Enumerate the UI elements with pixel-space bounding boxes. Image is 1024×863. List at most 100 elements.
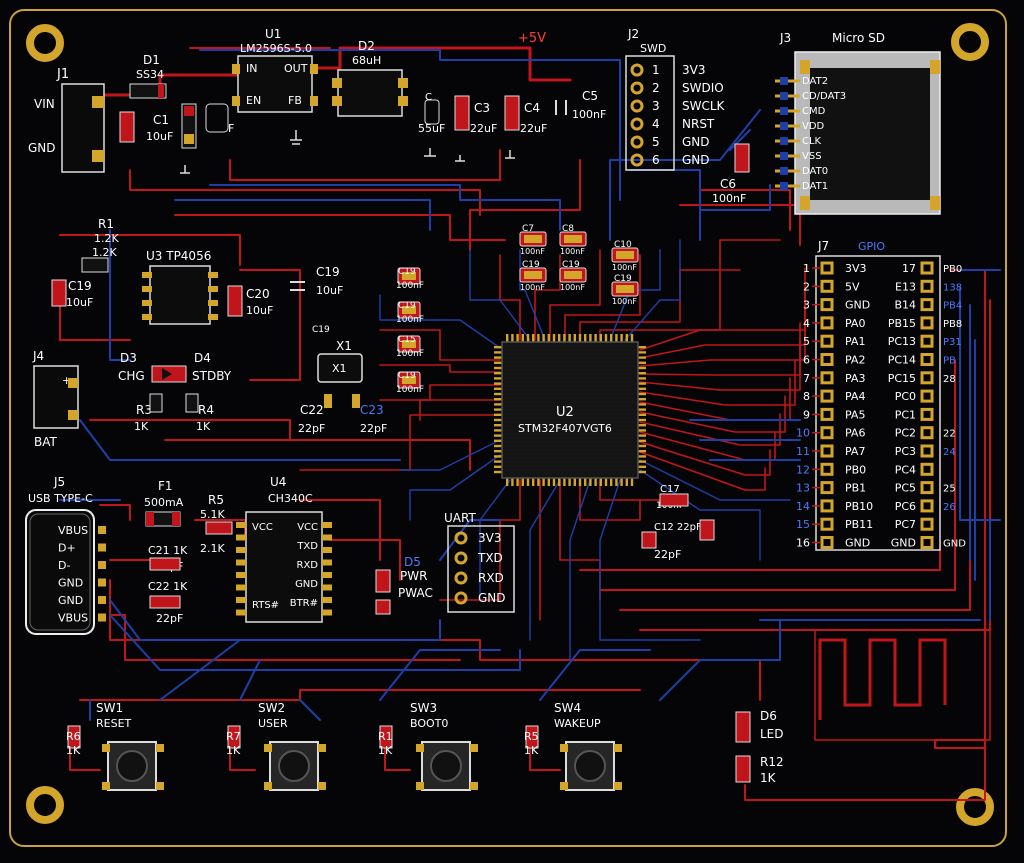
- c6-ref: C6: [720, 177, 736, 191]
- c6-value: 100nF: [712, 192, 746, 205]
- pullup-value: 1K: [226, 744, 241, 757]
- u2-part: STM32F407VGT6: [518, 422, 612, 435]
- top-decoupling-cap-pad: [564, 271, 582, 279]
- c19b-ref: C19: [316, 265, 340, 279]
- mcu-pin: [594, 477, 597, 486]
- gpio-pin-pad: [820, 316, 834, 330]
- mcu-pin: [547, 334, 550, 343]
- r1-resistor: [81, 257, 109, 273]
- mcu-pin: [637, 398, 646, 401]
- mounting-hole: [956, 788, 994, 826]
- decoupling-cap-pad: [402, 340, 416, 348]
- gpio-pin-pad: [820, 444, 834, 458]
- mcu-pin: [637, 470, 646, 474]
- copper-traces: [59, 46, 1001, 801]
- mcu-pin: [532, 477, 535, 486]
- d1-diode: [129, 83, 167, 99]
- c1-value: 10uF: [146, 130, 173, 143]
- gpio-pin-pad: [920, 517, 934, 531]
- mcu-pin: [494, 351, 503, 354]
- gpio-pin-pad: [920, 316, 934, 330]
- swd-pin: [630, 81, 644, 95]
- d4-name: STDBY: [192, 369, 232, 383]
- d6-led: [735, 711, 751, 743]
- gpio-far-label: PB8: [943, 319, 962, 330]
- c12-value: 22pF: [654, 548, 681, 561]
- mcu-pin: [637, 413, 646, 416]
- j2-body: [625, 55, 675, 171]
- cap-f-label: F: [228, 122, 234, 135]
- gpio-pin-number: 13: [796, 482, 810, 495]
- swd-pin-number: 6: [652, 153, 660, 167]
- switch-ref: SW4: [554, 701, 581, 715]
- gpio-right-label: PC13: [888, 335, 916, 348]
- mcu-pin: [610, 334, 613, 343]
- gpio-far-label: 25: [943, 484, 956, 495]
- j5-ref: J5: [53, 475, 65, 489]
- f1-value: 500mA: [144, 496, 184, 509]
- switch-row: SW1RESETR61KSW2USERR71KSW3BOOT0R11KSW4WA…: [66, 701, 622, 791]
- gpio-pin-pad: [920, 481, 934, 495]
- switch-ref: SW1: [96, 701, 123, 715]
- mcu-pin: [521, 334, 524, 343]
- gpio-far-label: 24: [943, 447, 956, 458]
- decoupling-cap-value: 100nF: [396, 385, 424, 395]
- mcu-pin: [494, 377, 503, 380]
- u4-pad: [236, 572, 246, 578]
- top-decoupling-cap-pad: [616, 251, 634, 259]
- mcu-pin: [494, 392, 503, 396]
- d5-name: PWR: [400, 569, 427, 583]
- c19-small-label: C19: [312, 325, 330, 335]
- swd-pin: [630, 117, 644, 131]
- tactile-button-cap[interactable]: [278, 750, 310, 782]
- mounting-hole: [26, 786, 64, 824]
- j4-name: BAT: [34, 435, 58, 449]
- mcu-pin: [511, 334, 514, 343]
- mcu-pin: [494, 450, 503, 453]
- mcu-pin: [637, 351, 646, 354]
- mcu-pin: [637, 408, 646, 411]
- switch-name: RESET: [96, 717, 132, 730]
- gpio-left-label: PB1: [845, 482, 866, 495]
- power-section: J1 VIN GND D1 SS34 C1 10uF F U1 LM2596S-…: [28, 27, 606, 174]
- gpio-left-label: GND: [845, 537, 870, 550]
- mcu-pin: [552, 334, 556, 343]
- c21-label: C21 1K: [148, 544, 188, 557]
- ground-symbols: [180, 130, 515, 174]
- c4-value: 22uF: [520, 122, 547, 135]
- d1-ref: D1: [143, 53, 160, 67]
- gpio-pin-number: 1: [803, 262, 810, 275]
- gpio-right-label: E13: [895, 280, 916, 293]
- mcu-pin: [589, 477, 592, 486]
- tactile-button-pad: [470, 782, 478, 790]
- mounting-hole: [26, 24, 64, 62]
- u4-part: CH340C: [268, 492, 313, 505]
- tactile-button-cap[interactable]: [574, 750, 606, 782]
- r1-ref: R1: [98, 217, 114, 231]
- mcu-pin: [494, 346, 503, 349]
- tactile-button-cap[interactable]: [430, 750, 462, 782]
- gpio-pin-pad: [820, 499, 834, 513]
- c12-label: C12 22pF: [654, 522, 702, 533]
- gpio-pin-number: 6: [803, 354, 810, 367]
- mcu-pin: [526, 477, 530, 486]
- mcu-pin: [526, 334, 530, 343]
- u4-pad: [322, 572, 332, 578]
- u4-pad: [236, 522, 246, 528]
- sd-pin-label: VSS: [802, 151, 822, 162]
- f1-ref: F1: [158, 479, 173, 493]
- pullup-ref: R5: [524, 730, 539, 743]
- u4-right-pin: BTR#: [290, 598, 318, 609]
- usb-pin-label: GND: [58, 577, 83, 590]
- tactile-button-cap[interactable]: [116, 750, 148, 782]
- r5-value: 5.1K: [200, 508, 225, 521]
- usb-pin-pad: [98, 613, 106, 622]
- mcu-pin: [547, 477, 550, 486]
- r5-value-2: 2.1K: [200, 542, 225, 555]
